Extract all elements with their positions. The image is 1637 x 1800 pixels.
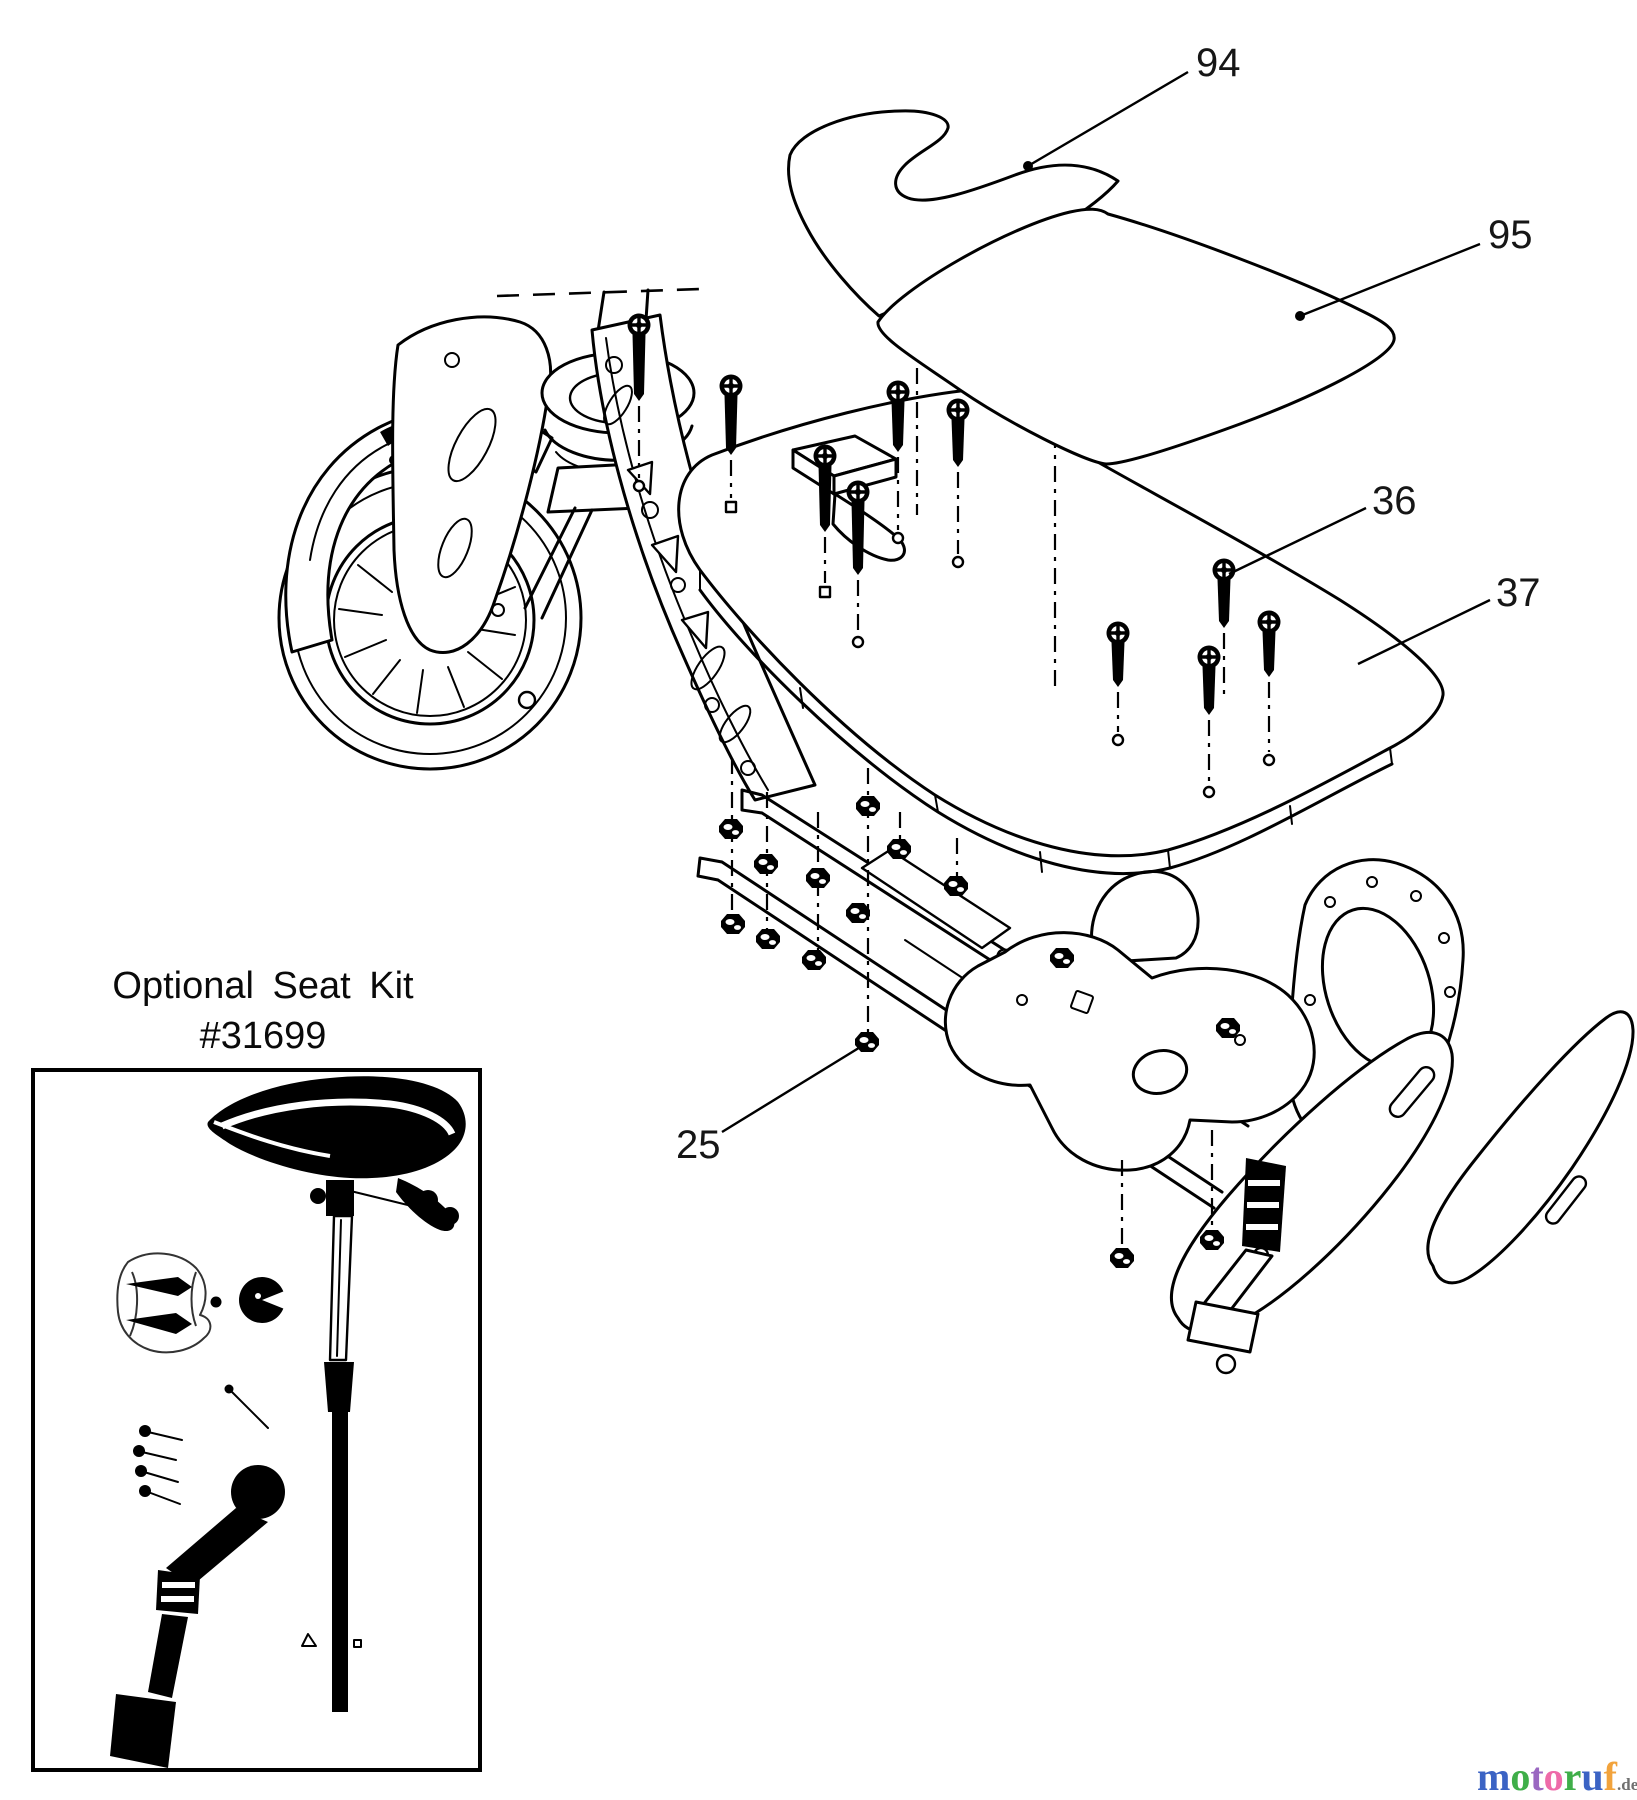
tube-break-line [496,287,701,298]
motoruf-watermark: motoruf.de [1477,1754,1637,1799]
hex-nut [1110,1248,1134,1268]
watermark-letter: o [1510,1754,1530,1799]
deck-screw-36 [1210,556,1238,698]
plate-slot-cutout [437,517,473,579]
deck-mounting-bracket [791,434,906,562]
callout-94: 94 [1023,41,1241,171]
callout-37-label: 37 [1496,571,1541,615]
hex-nut [806,868,830,888]
hex-nut [756,929,780,949]
watermark-letter: u [1581,1754,1603,1799]
rail-cross-brace [860,848,1012,950]
watermark-letter: o [1544,1754,1564,1799]
seat-kit-screws [133,1425,183,1505]
deck-screw [1104,619,1132,747]
hex-nut [754,854,778,874]
callout-25-label: 25 [676,1123,721,1167]
deck-pad-94 [787,109,1120,318]
watermark-letter: m [1477,1754,1510,1799]
deck-screw [1195,643,1223,799]
seat-pin [224,1384,269,1429]
watermark-letter: r [1564,1754,1582,1799]
watermark-letter: t [1530,1754,1544,1799]
deck-screw [944,396,972,569]
callout-95: 95 [1295,213,1533,321]
hex-nut [887,839,911,859]
callout-36: 36 [1228,479,1417,576]
seat-kit-box [31,1068,482,1772]
callout-37: 37 [1357,571,1541,666]
rear-fender-outer [1426,1010,1635,1285]
truss-cutout [680,610,710,650]
seat-kit-lever [110,1465,285,1768]
deck-screw [844,478,872,649]
deck-screw [717,372,745,514]
hex-nut [846,903,870,923]
fork-side-plate [391,315,553,655]
hex-nut [719,819,743,839]
hex-nut [721,914,745,934]
hex-nut [1050,948,1074,968]
deck-screw [884,378,912,545]
rear-pivot-dome [1090,870,1200,964]
seat-kit-title: Optional Seat Kit [112,965,414,1007]
deck-edge-ticks [699,569,1393,873]
deck-screws [625,311,1283,799]
axle-bolt [517,690,537,710]
deck-screw [811,442,839,599]
hex-nut [802,950,826,970]
motor-mount-plate [943,931,1316,1172]
pad-alignment-lines [915,368,1057,688]
plate-slot-cutout [447,407,497,483]
motor-hole [1131,1049,1189,1095]
truss-cutout [650,534,680,574]
fender-slot [1388,1065,1436,1119]
callout-95-label: 95 [1488,213,1533,257]
seat-kit-panel: Optional Seat Kit #31699 [31,965,482,1772]
fender-slot [1544,1175,1588,1225]
callout-25: 25 [676,1044,863,1167]
seat-saddle [207,1076,466,1232]
hex-nut [1216,1018,1240,1038]
seat-clamp-sketch [116,1252,222,1354]
deck-pad-95 [876,207,1396,466]
watermark-suffix: .de [1617,1775,1637,1794]
kickstand [1186,1158,1286,1375]
watermark-letter: f [1604,1754,1618,1799]
callout-94-label: 94 [1196,41,1241,85]
seat-post [301,1180,362,1712]
seat-clamp-disc [239,1277,292,1323]
hex-nut [856,796,880,816]
deck-screw [625,311,653,493]
seat-kit-part-number: #31699 [200,1015,327,1057]
hex-nut [944,876,968,896]
hex-nut [1200,1230,1224,1250]
callout-36-label: 36 [1372,479,1417,523]
deck-screw [1255,608,1283,767]
